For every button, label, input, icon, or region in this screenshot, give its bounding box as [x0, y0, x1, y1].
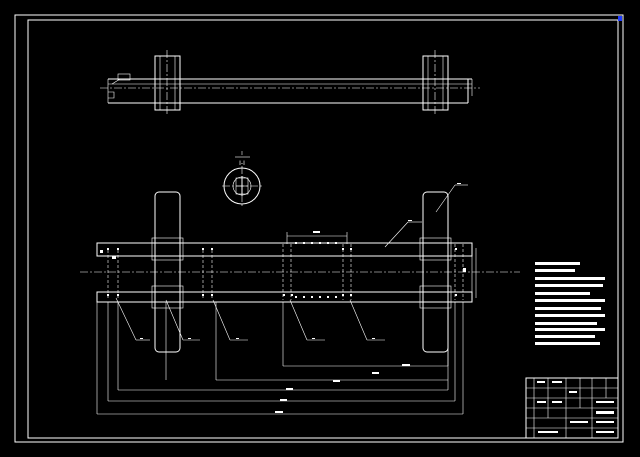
section-label: I-I [239, 160, 245, 167]
upper-shaft [96, 242, 473, 257]
left-wheel [154, 191, 181, 353]
top-view-bracket [117, 73, 131, 81]
title-block [525, 377, 619, 439]
outer-frame [14, 14, 624, 443]
top-view [100, 50, 480, 115]
dimension-lines [96, 302, 464, 415]
section-view: I I-I [222, 151, 262, 208]
top-right-wheel [422, 55, 449, 111]
right-wheel [422, 191, 449, 353]
top-left-wheel [154, 55, 181, 111]
bolt-marks-lower [107, 294, 457, 298]
front-view [80, 183, 520, 415]
bolt-marks-upper [107, 242, 457, 250]
lower-shaft [96, 291, 473, 303]
corner-marker [618, 16, 622, 21]
technical-notes [535, 262, 605, 345]
inner-frame [27, 19, 619, 439]
section-label-top: I [241, 151, 242, 157]
